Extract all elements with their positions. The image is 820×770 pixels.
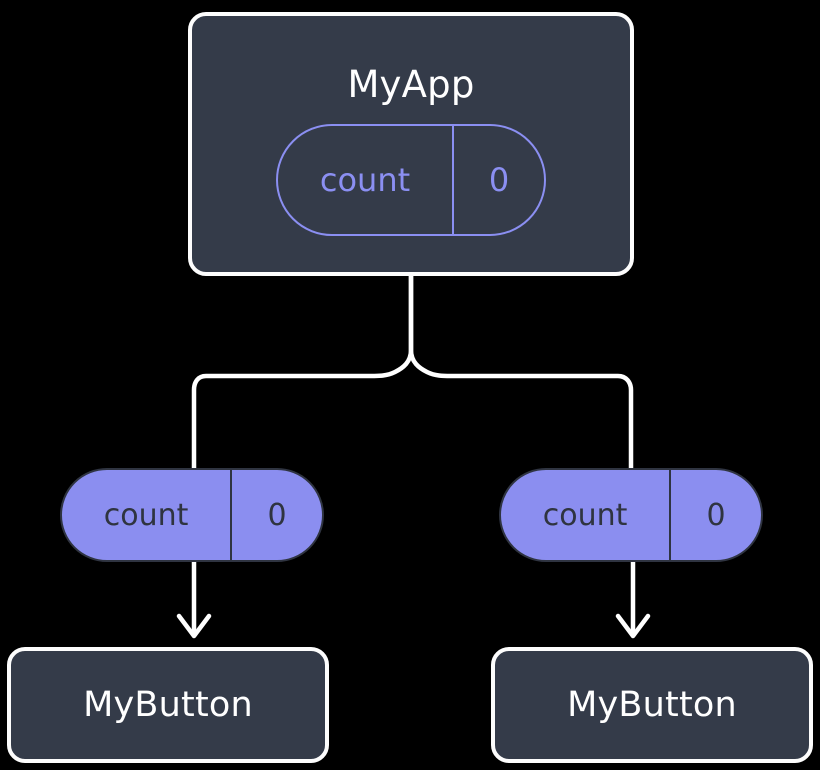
state-pill-myapp-count[interactable]: count 0 (276, 124, 546, 236)
state-pill-key: count (319, 161, 411, 199)
prop-pill-value: 0 (669, 470, 761, 560)
state-pill-value: 0 (452, 126, 544, 234)
prop-pill-key: count (542, 497, 628, 533)
branch-connector-left (191, 273, 414, 471)
component-node-mybutton-left[interactable]: MyButton (7, 647, 329, 763)
arrow-down-icon-left (176, 613, 212, 639)
prop-pill-value: 0 (230, 470, 322, 560)
arrow-down-icon-right (615, 613, 651, 639)
component-label-mybutton: MyButton (567, 684, 737, 725)
branch-connector-right (408, 273, 634, 471)
prop-pill-right-count[interactable]: count 0 (499, 468, 763, 562)
prop-pill-key: count (103, 497, 189, 533)
component-label-mybutton: MyButton (83, 684, 253, 725)
component-label-myapp: MyApp (347, 63, 475, 106)
prop-pill-left-count[interactable]: count 0 (60, 468, 324, 562)
component-node-mybutton-right[interactable]: MyButton (491, 647, 813, 763)
